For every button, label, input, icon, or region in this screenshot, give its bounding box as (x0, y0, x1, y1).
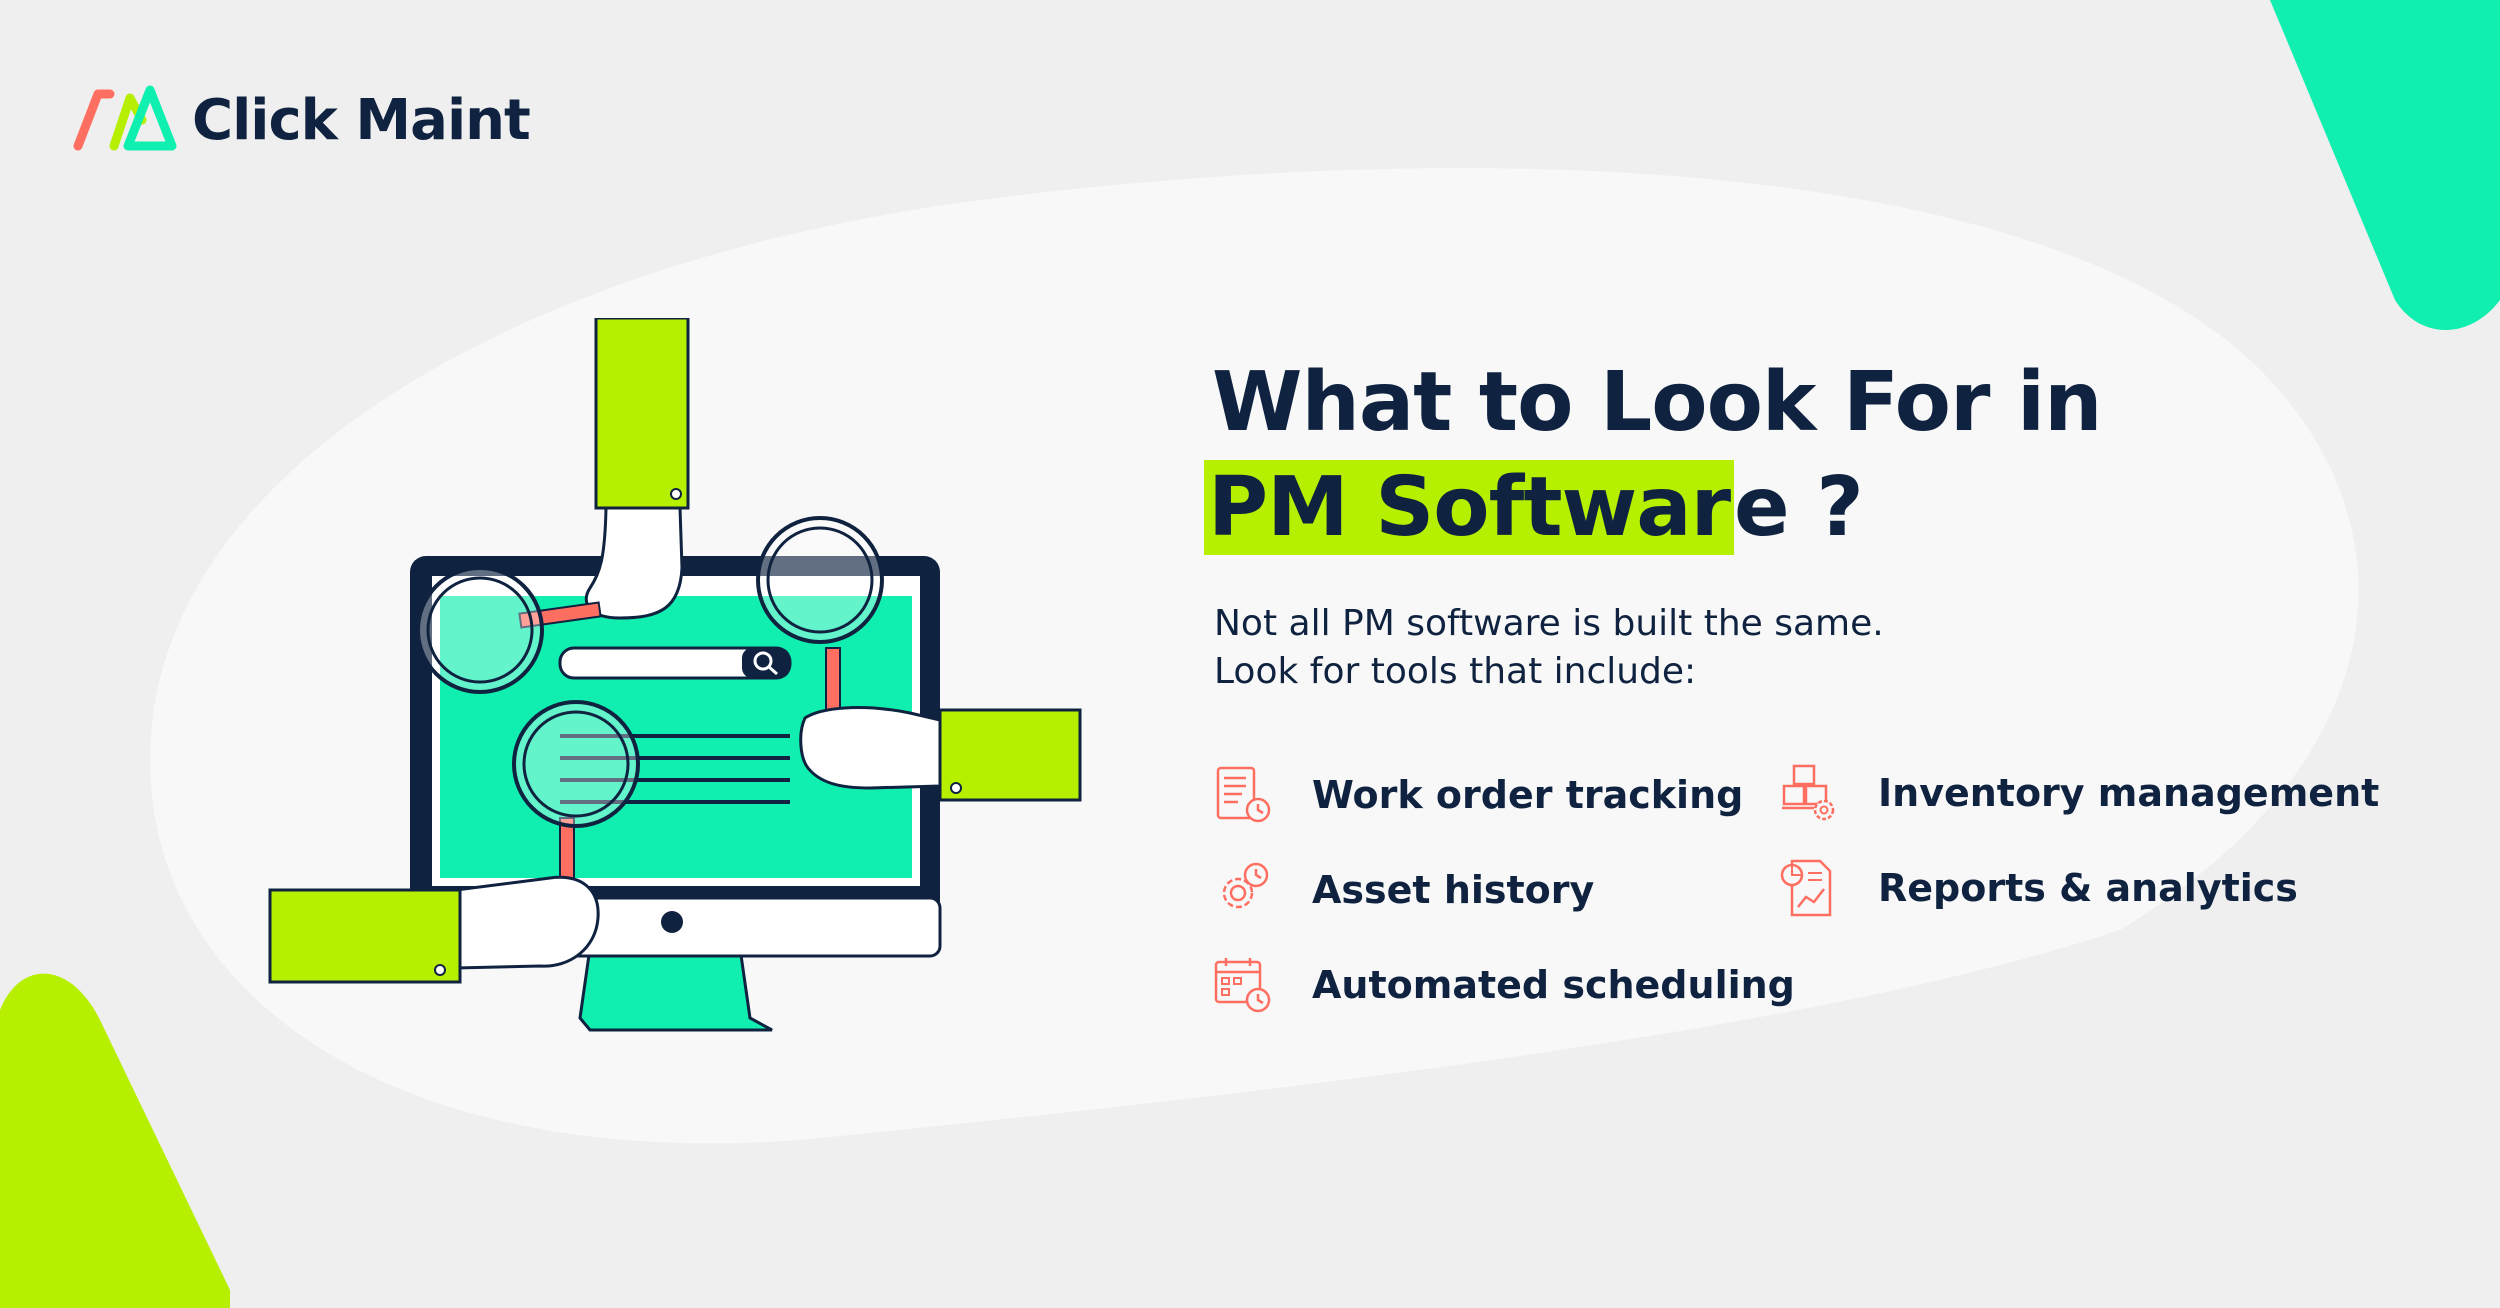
click-maint-logo-icon (73, 85, 177, 151)
monitor-stand (578, 946, 773, 1032)
bottom-left-hand (454, 875, 600, 970)
heading-rest: e ? (1734, 460, 1864, 555)
intro-line-1: Not all PM software is built the same. (1214, 603, 1884, 644)
feature-label: Asset history (1312, 868, 1595, 912)
page-heading: What to Look For in PM Software ? (1204, 350, 2312, 560)
lime-corner-shape (0, 973, 230, 1308)
top-hand (584, 506, 684, 620)
feature-automated-scheduling: Automated scheduling (1212, 950, 1795, 1020)
bottom-left-sleeve (268, 888, 462, 984)
magnifier-top-right (756, 516, 884, 644)
intro-line-2: Look for tools that include: (1214, 651, 1697, 692)
feature-label: Work order tracking (1312, 773, 1744, 817)
brand-logo[interactable]: Click Maint (70, 80, 531, 160)
feature-label: Inventory management (1878, 771, 2380, 815)
brand-name: Click Maint (192, 87, 531, 153)
feature-work-order-tracking: Work order tracking (1212, 760, 1743, 830)
calendar-clock-icon (1214, 958, 1271, 1013)
intro-text: Not all PM software is built the same. L… (1214, 600, 1884, 696)
feature-label: Reports & analytics (1878, 866, 2298, 910)
report-chart-icon (1780, 859, 1832, 917)
boxes-gear-icon (1782, 764, 1835, 821)
heading-line-1: What to Look For in (1212, 355, 2103, 450)
right-sleeve (938, 708, 1082, 802)
feature-reports-analytics: Reports & analytics (1778, 853, 2298, 923)
top-sleeve (594, 318, 690, 510)
monitor-search-illustration (268, 318, 1082, 1032)
feature-label: Automated scheduling (1312, 963, 1795, 1007)
magnifier-top-left (416, 566, 544, 694)
mint-corner-shape (2270, 0, 2500, 330)
magnifier-center (512, 700, 640, 828)
checklist-clock-icon (1216, 766, 1271, 823)
gear-clock-icon (1222, 862, 1269, 909)
feature-inventory-management: Inventory management (1778, 758, 2379, 828)
heading-line-2: PM Software ? (1204, 455, 2312, 560)
right-hand (799, 706, 942, 790)
feature-asset-history: Asset history (1212, 855, 1594, 925)
heading-highlight: PM Softwar (1204, 460, 1735, 555)
